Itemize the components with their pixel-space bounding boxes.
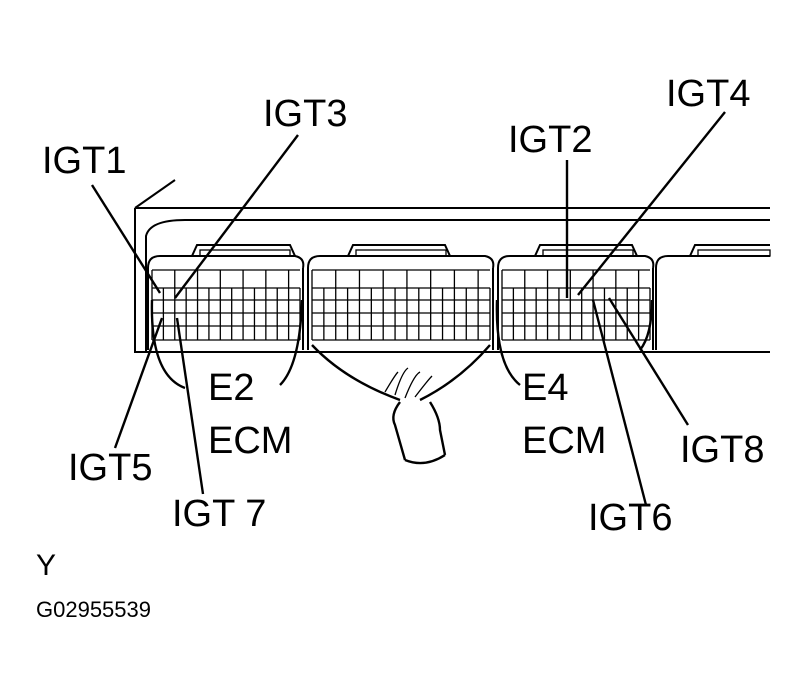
connector-e4-code: E4: [522, 367, 568, 409]
leader-igt1: [90, 184, 162, 294]
label-igt7: IGT 7: [172, 493, 266, 535]
leader-igt5: [113, 317, 164, 449]
label-igt3: IGT3: [263, 93, 347, 135]
label-igt8: IGT8: [680, 429, 764, 471]
footer-code: G02955539: [36, 597, 151, 622]
label-igt5: IGT5: [68, 447, 152, 489]
ecm-housing: [134, 179, 770, 353]
leader-igt6: [591, 299, 648, 506]
label-igt1: IGT1: [42, 140, 126, 182]
footer-letter: Y: [36, 549, 56, 582]
connector-e2-unit: ECM: [208, 420, 292, 462]
label-igt2: IGT2: [508, 119, 592, 161]
leader-lines: [90, 111, 726, 506]
label-igt6: IGT6: [588, 497, 672, 539]
label-igt4: IGT4: [666, 73, 750, 115]
connector-e4: [497, 244, 655, 350]
leader-igt8: [607, 297, 690, 426]
leader-igt4: [577, 111, 726, 296]
e4-pin-grid: [501, 269, 651, 341]
leader-igt7: [175, 317, 205, 495]
middle-pin-grid: [311, 269, 491, 341]
leader-igt3: [174, 134, 299, 299]
e2-pin-grid: [151, 269, 301, 341]
connector-middle: [307, 244, 495, 350]
connector-e4-unit: ECM: [522, 420, 606, 462]
wire-harness: [150, 299, 654, 465]
connector-e2: [147, 244, 305, 350]
connector-right-partial: [655, 244, 771, 350]
connector-e2-code: E2: [208, 367, 254, 409]
